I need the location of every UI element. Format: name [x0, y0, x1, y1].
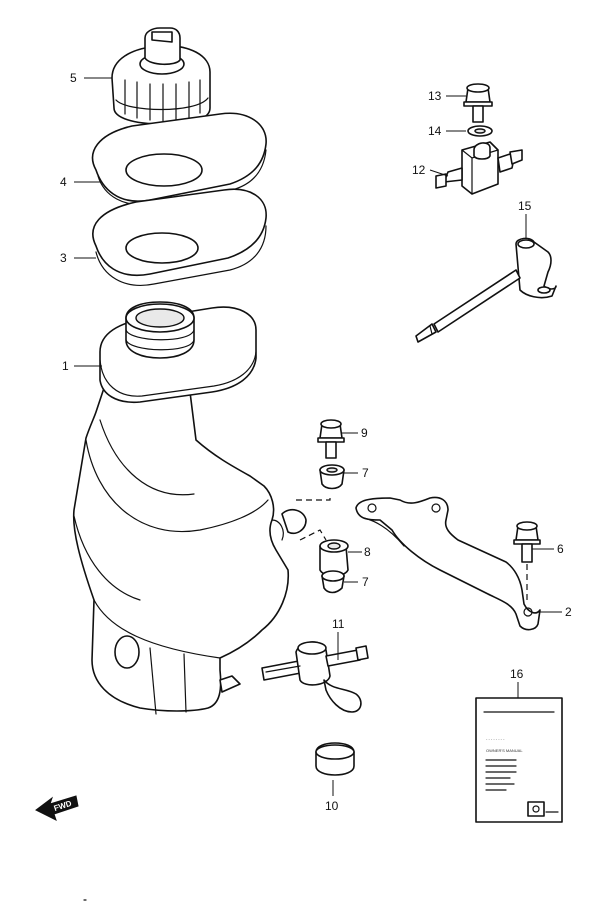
callout-labels: 5 4 3 1 9 7 8 7 6 2 11 10 13 14 12 15 16: [60, 71, 572, 813]
part-1-fuel-tank: [72, 301, 307, 715]
part-4-gasket: [91, 112, 267, 206]
part-10-cap: [315, 742, 355, 776]
part-16-owners-manual: - - - - - - - - OWNER'S MANUAL: [475, 697, 563, 823]
callout-5: 5: [70, 71, 77, 85]
part-3-gasket: [92, 188, 267, 286]
part-7-collar-lower: [321, 570, 345, 594]
leader-lines: [74, 77, 562, 796]
part-2-bracket: [355, 496, 541, 631]
callout-10: 10: [325, 799, 339, 813]
part-15-sender: [415, 237, 557, 343]
callout-2: 2: [565, 605, 572, 619]
callout-14: 14: [428, 124, 442, 138]
manual-title: OWNER'S MANUAL: [486, 748, 523, 753]
part-14-washer: [467, 125, 493, 137]
part-6-bolt: [513, 521, 541, 563]
callout-16: 16: [510, 667, 524, 681]
callout-8: 8: [364, 545, 371, 559]
fwd-arrow-icon: FWD: [35, 795, 79, 821]
part-7-collar-upper: [319, 464, 345, 490]
callout-1: 1: [62, 359, 69, 373]
callout-15: 15: [518, 199, 532, 213]
part-13-bolt: [463, 83, 493, 123]
callout-7-lower: 7: [362, 575, 369, 589]
assembly-line-grommet: [299, 529, 327, 541]
callout-3: 3: [60, 251, 67, 265]
assembly-line-bracket: [296, 496, 331, 501]
callout-13: 13: [428, 89, 442, 103]
callout-12: 12: [412, 163, 426, 177]
callout-9: 9: [361, 426, 368, 440]
callout-6: 6: [557, 542, 564, 556]
part-11-fuel-cock: [261, 641, 369, 713]
part-5-filler-cap: [111, 27, 211, 125]
callout-11: 11: [332, 617, 345, 631]
callout-7-upper: 7: [362, 466, 369, 480]
part-8-grommet: [319, 539, 349, 577]
brand-logo-icon: [527, 801, 545, 817]
callout-4: 4: [60, 175, 67, 189]
part-9-bolt: [317, 419, 345, 459]
manual-dashes: - - - - - - - -: [486, 736, 505, 741]
part-12-union: [435, 141, 523, 195]
